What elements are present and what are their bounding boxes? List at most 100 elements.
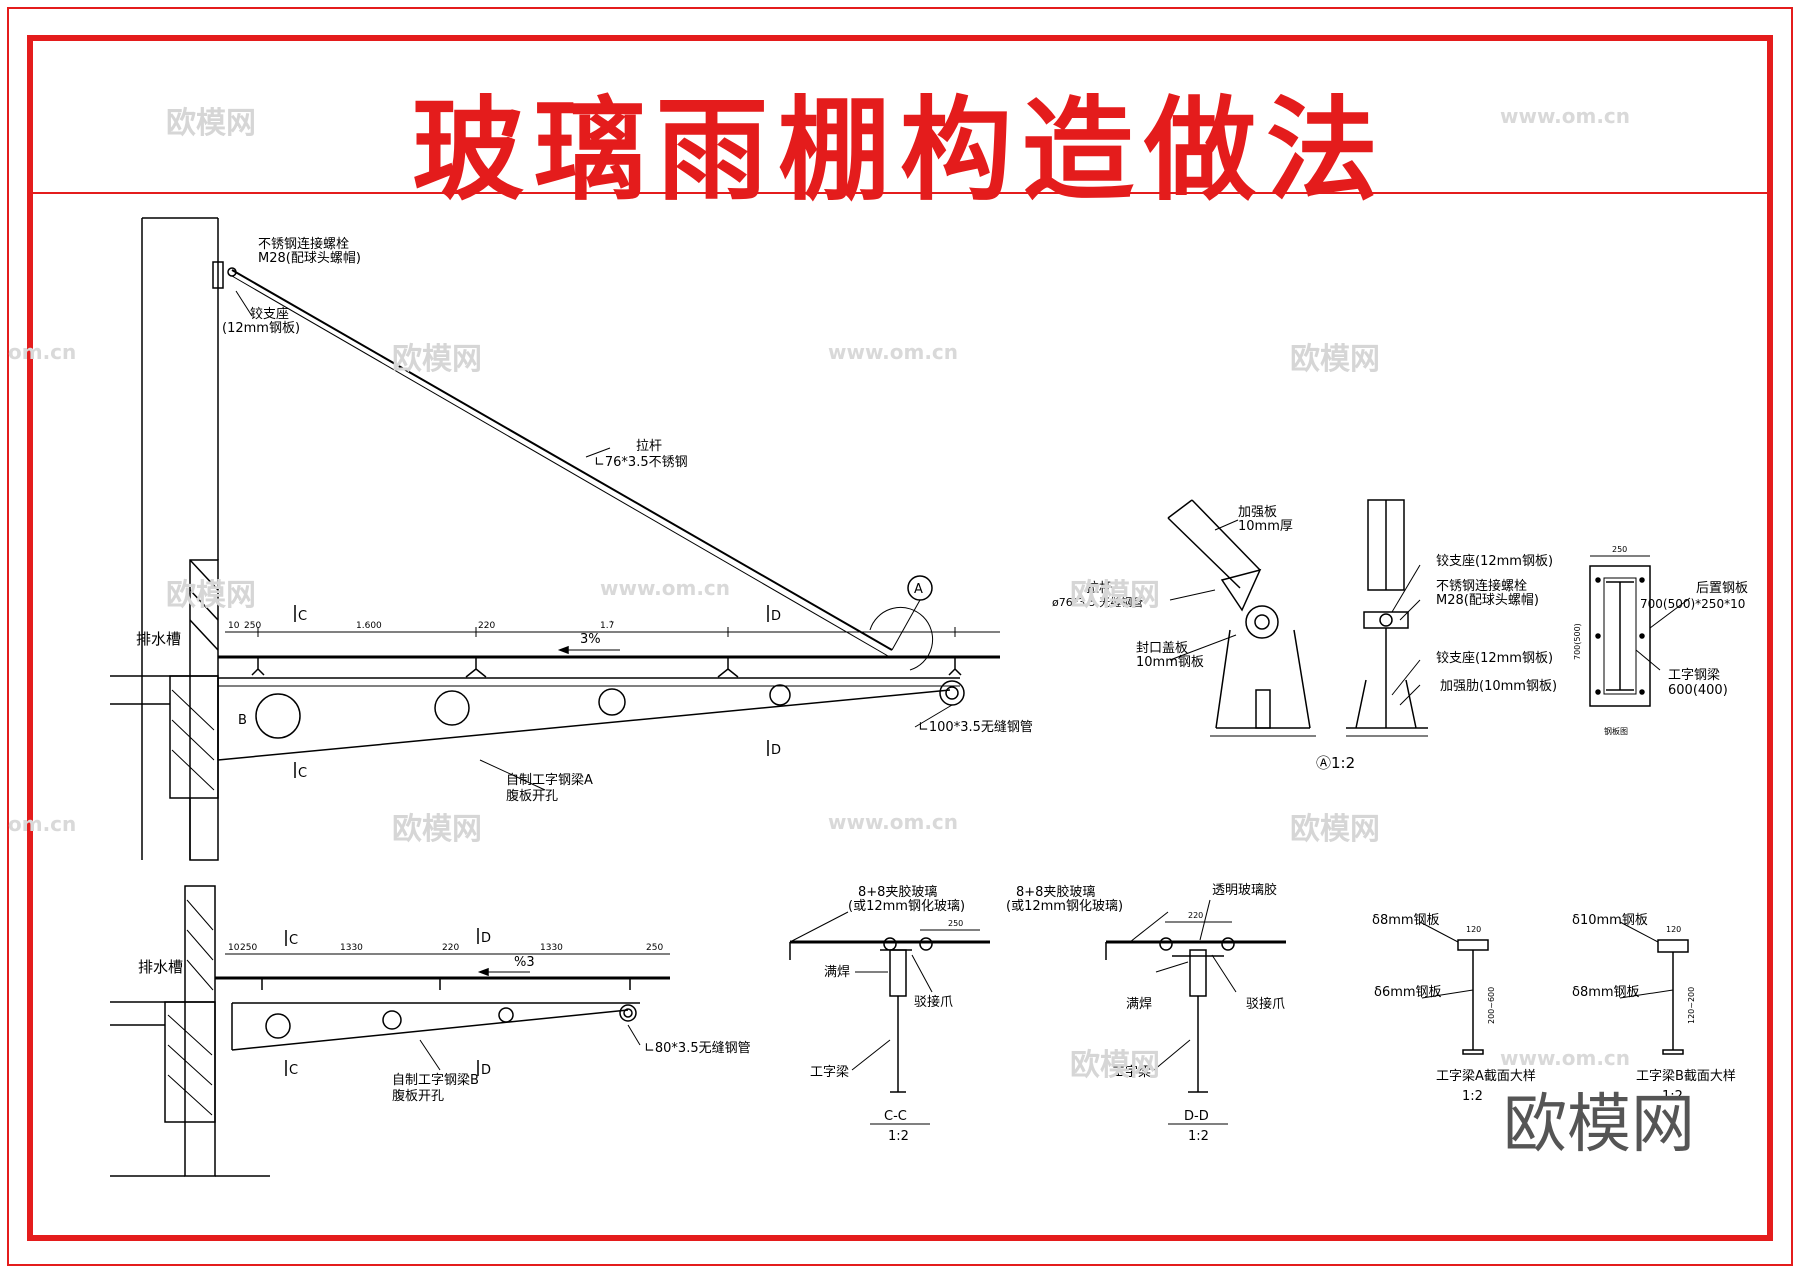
cap-label-1: 封口盖板 — [1136, 641, 1188, 656]
watermark-7: 欧模网 — [166, 578, 256, 613]
watermark-12: 欧模网 — [1290, 812, 1380, 847]
watermark-4: www.om.cn — [828, 340, 959, 364]
detail-bolt-label-2: M28(配球头螺帽) — [1436, 592, 1539, 608]
section-cc — [789, 911, 990, 1125]
beam-a-top-label: δ8mm钢板 — [1372, 913, 1440, 928]
plate-caption: 钢板图 — [1604, 726, 1628, 736]
dd-weld-label: 满焊 — [1126, 996, 1152, 1012]
callout-a: A — [914, 582, 923, 597]
dim-2: 1.600 — [356, 621, 382, 631]
watermark-10: 欧模网 — [392, 812, 482, 847]
watermark-13: om.cn — [8, 812, 77, 836]
dd-dim: 220 — [1188, 911, 1203, 920]
pipe-a-label: ∟100*3.5无缝钢管 — [918, 720, 1033, 735]
beam-a-name: 工字梁A截面大样 — [1436, 1069, 1536, 1084]
plate-label-2: 700(500)*250*10 — [1640, 597, 1745, 611]
sec-d-bottom: D — [771, 743, 781, 758]
dd-glass-label-1: 8+8夹胶玻璃 — [1016, 884, 1095, 900]
detail-a — [1167, 499, 1428, 737]
detail-rod-label-2: ø76*3.5 无缝钢管 — [1052, 595, 1143, 609]
mark-b: B — [238, 713, 247, 728]
plate-beam-label-2: 600(400) — [1668, 683, 1728, 698]
lower-sec-d-top: D — [481, 931, 491, 946]
dim-4: 1.7̀ — [600, 620, 614, 631]
plate-beam-label-1: 工字钢梁 — [1668, 668, 1720, 683]
beam-a-scale: 1:2 — [1462, 1089, 1483, 1104]
lower-sec-c-bottom: C — [289, 1063, 298, 1078]
beam-b-name: 工字梁B截面大样 — [1636, 1069, 1736, 1084]
beam-b-label-2: 腹板开孔 — [392, 1088, 444, 1104]
detail-hinge-label-2: 铰支座(12mm钢板) — [1436, 651, 1553, 666]
section-dd — [1105, 899, 1286, 1125]
pipe-b-label: ∟80*3.5无缝钢管 — [644, 1041, 751, 1056]
watermark-11: www.om.cn — [828, 810, 959, 834]
detail-hinge-label-1: 铰支座(12mm钢板) — [1436, 554, 1553, 569]
hinge-label-1: 铰支座 — [250, 307, 289, 322]
lower-dim-1: 250 — [240, 943, 257, 953]
sec-d-top: D — [771, 609, 781, 624]
inner-border — [27, 35, 1773, 1241]
watermark-14: 欧模网 — [1070, 1048, 1160, 1083]
cc-beam-label: 工字梁 — [810, 1065, 849, 1080]
rib-label: 加强肋(10mm钢板) — [1440, 679, 1557, 694]
detail-rod-label-1: 拉杆 — [1086, 581, 1112, 596]
beam-a-dim-h: 200~600 — [1487, 987, 1496, 1024]
beam-b-dim-h: 120~200 — [1687, 987, 1696, 1024]
cap-label-2: 10mm钢板 — [1136, 655, 1204, 670]
page-title: 玻璃雨棚构造做法 — [412, 86, 1388, 216]
detail-a-scale: Ⓐ1:2 — [1316, 754, 1355, 772]
bolt-label-2: M28(配球头螺帽) — [258, 250, 361, 266]
watermark-15: www.om.cn — [1500, 1046, 1631, 1070]
beam-b-dim-top: 120 — [1666, 925, 1681, 934]
lower-dim-0: 10 — [228, 943, 240, 953]
dd-name: D-D — [1184, 1109, 1209, 1124]
cc-glass-label-2: (或12mm钢化玻璃) — [848, 899, 965, 914]
beam-a-label-2: 腹板开孔 — [506, 788, 558, 804]
sec-c-top: C — [298, 609, 307, 624]
lower-elevation — [110, 885, 670, 1177]
dd-sealant-label: 透明玻璃胶 — [1212, 882, 1277, 898]
beam-a-web-label: δ6mm钢板 — [1374, 985, 1442, 1000]
dd-glass-label-2: (或12mm钢化玻璃) — [1006, 899, 1123, 914]
lower-dim-3: 220 — [442, 943, 459, 953]
main-elevation — [110, 217, 1000, 861]
cc-weld-label: 满焊 — [824, 964, 850, 980]
beam-sections — [1419, 921, 1689, 1055]
rod-label-1: 拉杆 — [636, 439, 662, 454]
lower-gutter-label: 排水槽 — [138, 958, 183, 976]
drawing-labels: 不锈钢连接螺栓 M28(配球头螺帽) 铰支座 (12mm钢板) 拉杆 ∟76*3… — [136, 236, 1748, 1144]
watermark-3: 欧模网 — [392, 342, 482, 377]
watermark-1: 欧模网 — [166, 106, 256, 141]
dim-3: 220 — [478, 621, 495, 631]
watermark-8: www.om.cn — [600, 576, 731, 600]
lower-slope-label: %3 — [514, 955, 535, 970]
cc-scale: 1:2 — [888, 1129, 909, 1144]
lower-dim-5: 250 — [646, 943, 663, 953]
dd-claw-label: 驳接爪 — [1246, 996, 1285, 1012]
cc-claw-label: 驳接爪 — [914, 994, 953, 1010]
stiff-plate-label-2: 10mm厚 — [1238, 519, 1293, 534]
rod-label-2: ∟76*3.5不锈钢 — [594, 455, 688, 470]
lower-dim-2: 1330 — [340, 943, 363, 953]
watermark-2: www.om.cn — [1500, 104, 1631, 128]
dim-1: 250 — [244, 621, 261, 631]
dd-scale: 1:2 — [1188, 1129, 1209, 1144]
anchor-plate — [1589, 555, 1691, 707]
watermark-9: 欧模网 — [1070, 578, 1160, 613]
stiff-plate-label-1: 加强板 — [1238, 505, 1277, 520]
sec-c-bottom: C — [298, 766, 307, 781]
plate-label-1: 后置钢板 — [1696, 581, 1748, 596]
slope-label: 3% — [580, 632, 601, 647]
dim-0: 10 — [228, 621, 240, 631]
beam-b-top-label: δ10mm钢板 — [1572, 913, 1648, 928]
plate-dim-side: 700(500) — [1573, 623, 1582, 660]
dd-beam-label: 工字梁 — [1112, 1065, 1151, 1080]
gutter-label: 排水槽 — [136, 630, 181, 648]
watermark-6: om.cn — [8, 340, 77, 364]
cc-glass-label-1: 8+8夹胶玻璃 — [858, 884, 937, 900]
beam-b-web-label: δ8mm钢板 — [1572, 985, 1640, 1000]
detail-bolt-label-1: 不锈钢连接螺栓 — [1436, 578, 1527, 594]
lower-sec-d-bottom: D — [481, 1063, 491, 1078]
lower-sec-c-top: C — [289, 933, 298, 948]
lower-dim-4: 1330 — [540, 943, 563, 953]
